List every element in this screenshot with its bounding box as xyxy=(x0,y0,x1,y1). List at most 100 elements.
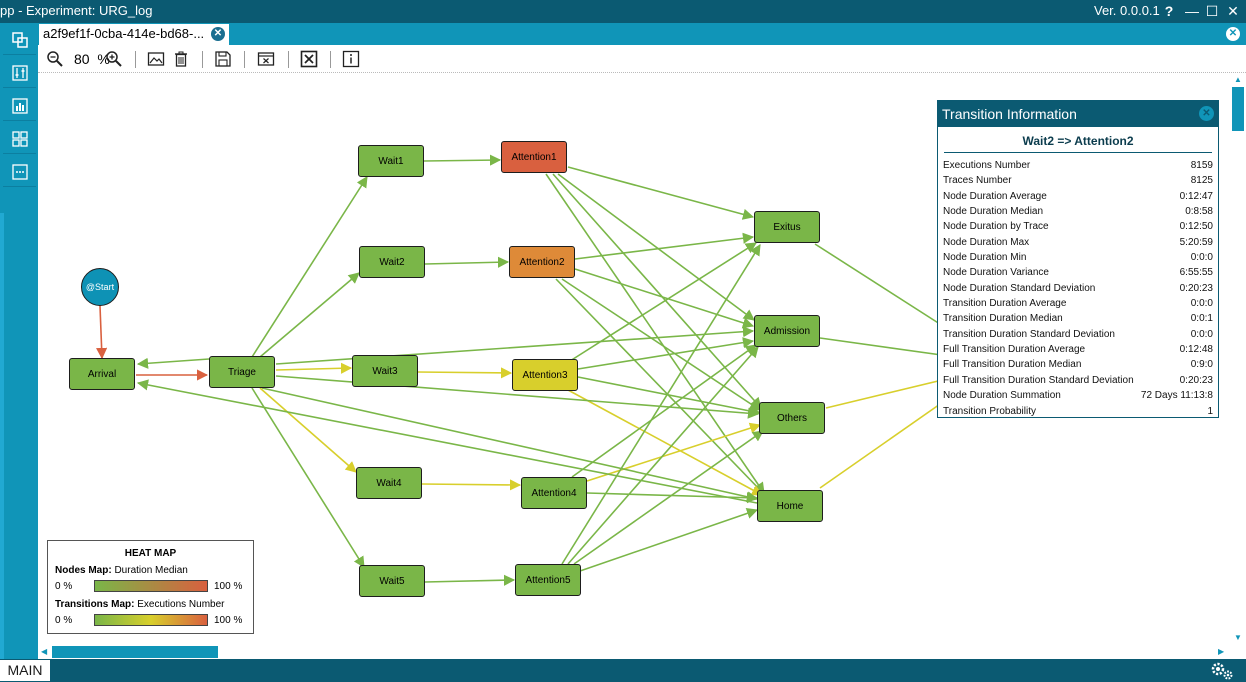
export-image-button[interactable] xyxy=(146,49,166,69)
edge-start-arrival[interactable] xyxy=(96,305,108,360)
info-row-value: 0:20:23 xyxy=(1179,374,1213,386)
edge-attention3-others[interactable] xyxy=(577,376,762,417)
close-window-view-button[interactable] xyxy=(256,49,276,69)
edge-triage-wait2[interactable] xyxy=(259,272,360,358)
zoom-value: 80 % xyxy=(74,51,110,67)
node-triage[interactable]: Triage xyxy=(209,356,275,388)
dashboard-button[interactable] xyxy=(3,124,36,154)
edge-triage-wait3[interactable] xyxy=(275,362,353,374)
edge-attention2-home[interactable] xyxy=(555,278,765,495)
edge-attention3-home[interactable] xyxy=(567,389,763,496)
edge-attention2-admission[interactable] xyxy=(574,268,755,329)
node-attention1[interactable]: Attention1 xyxy=(501,141,567,173)
legend-nodes-gradient xyxy=(94,580,208,592)
status-bar: MAIN xyxy=(0,659,1246,682)
edge-triage-arrival[interactable] xyxy=(136,357,210,369)
node-exitus[interactable]: Exitus xyxy=(754,211,820,243)
statistics-button[interactable] xyxy=(3,91,36,121)
tab-close-icon[interactable]: ✕ xyxy=(211,27,225,41)
edge-attention4-admission[interactable] xyxy=(571,344,757,478)
info-row-key: Full Transition Duration Standard Deviat… xyxy=(943,374,1134,386)
vertical-scrollbar[interactable]: ▲ ▼ xyxy=(1230,73,1246,645)
main-content: 80 % xyxy=(38,45,1246,659)
window-title: pp - Experiment: URG_log xyxy=(0,3,153,18)
scroll-down-arrow-icon[interactable]: ▼ xyxy=(1234,633,1242,642)
settings-button[interactable] xyxy=(1208,660,1236,681)
horizontal-scrollbar[interactable]: ◀ ▶ xyxy=(38,645,1230,659)
edge-wait3-attention3[interactable] xyxy=(416,367,513,379)
info-panel-title: Transition Information xyxy=(942,106,1077,122)
node-home[interactable]: Home xyxy=(757,490,823,522)
main-button[interactable]: MAIN xyxy=(0,660,50,681)
edge-attention1-home[interactable] xyxy=(545,173,765,494)
edge-attention1-others[interactable] xyxy=(552,173,762,409)
tab-experiment[interactable]: a2f9ef1f-0cba-414e-bd68-... ✕ xyxy=(39,24,229,45)
edge-exitus-end[interactable] xyxy=(814,243,944,327)
edge-attention5-home[interactable] xyxy=(579,507,759,572)
vertical-scroll-thumb[interactable] xyxy=(1232,87,1244,131)
edge-attention5-exitus[interactable] xyxy=(561,244,761,565)
maximize-button[interactable]: ☐ xyxy=(1205,3,1219,19)
edge-wait1-attention1[interactable] xyxy=(423,154,502,166)
node-start[interactable]: @Start xyxy=(81,268,119,306)
scroll-right-arrow-icon[interactable]: ▶ xyxy=(1218,647,1225,656)
scroll-up-arrow-icon[interactable]: ▲ xyxy=(1234,75,1242,84)
edge-triage-wait5[interactable] xyxy=(251,387,365,568)
node-wait5[interactable]: Wait5 xyxy=(359,565,425,597)
toolbar-separator xyxy=(135,51,136,68)
edge-attention3-admission[interactable] xyxy=(577,337,755,370)
edge-wait5-attention5[interactable] xyxy=(424,574,516,586)
close-panel-icon[interactable]: ✕ xyxy=(1199,106,1214,121)
edge-triage-wait4[interactable] xyxy=(259,387,357,473)
node-wait2[interactable]: Wait2 xyxy=(359,246,425,278)
edge-wait4-attention4[interactable] xyxy=(421,479,522,491)
info-row-value: 1 xyxy=(1207,405,1213,417)
zoom-out-button[interactable] xyxy=(45,49,65,69)
edge-attention2-exitus[interactable] xyxy=(574,232,755,260)
help-icon[interactable]: ? xyxy=(1164,3,1174,19)
more-button[interactable] xyxy=(3,157,36,187)
edge-attention1-admission[interactable] xyxy=(557,173,755,321)
node-admission[interactable]: Admission xyxy=(754,315,820,347)
info-row-value: 0:0:1 xyxy=(1190,313,1213,325)
edge-attention4-others[interactable] xyxy=(586,422,762,482)
edge-attention5-others[interactable] xyxy=(573,430,764,565)
zoom-in-button[interactable] xyxy=(104,49,124,69)
horizontal-scroll-thumb[interactable] xyxy=(52,646,218,658)
process-graph-canvas[interactable]: @Start Arrival Triage Wait1 Wait2 Wait3 … xyxy=(38,73,1230,645)
clear-button[interactable] xyxy=(299,49,319,69)
edge-triage-wait1[interactable] xyxy=(251,176,368,358)
node-attention5[interactable]: Attention5 xyxy=(515,564,581,596)
info-button[interactable] xyxy=(341,49,361,69)
copy-experiment-button[interactable] xyxy=(3,25,36,55)
legend-nodes-max: 100 % xyxy=(214,581,243,592)
node-wait3[interactable]: Wait3 xyxy=(352,355,418,387)
node-attention2[interactable]: Attention2 xyxy=(509,246,575,278)
close-all-tabs-icon[interactable]: ✕ xyxy=(1226,27,1240,41)
info-row-value: 0:9:0 xyxy=(1190,359,1213,371)
delete-button[interactable] xyxy=(171,49,191,69)
edge-wait2-attention2[interactable] xyxy=(424,256,510,268)
edge-home-arrival[interactable] xyxy=(136,379,758,504)
edge-attention1-exitus[interactable] xyxy=(567,166,755,220)
ellipsis-icon xyxy=(11,163,28,180)
edge-attention5-admission[interactable] xyxy=(567,346,759,565)
node-arrival[interactable]: Arrival xyxy=(69,358,135,390)
gears-icon xyxy=(1211,662,1233,680)
node-attention4[interactable]: Attention4 xyxy=(521,477,587,509)
scroll-left-arrow-icon[interactable]: ◀ xyxy=(41,647,48,656)
edge-triage-home[interactable] xyxy=(261,387,759,503)
minimize-button[interactable]: — xyxy=(1185,3,1199,19)
node-others[interactable]: Others xyxy=(759,402,825,434)
close-window-button[interactable]: ✕ xyxy=(1227,3,1239,19)
node-wait4[interactable]: Wait4 xyxy=(356,467,422,499)
edge-attention2-others[interactable] xyxy=(561,278,761,411)
filter-button[interactable] xyxy=(3,58,36,88)
x-box-icon xyxy=(300,50,318,68)
subtitle-divider xyxy=(944,152,1212,153)
save-button[interactable] xyxy=(213,49,233,69)
node-wait1[interactable]: Wait1 xyxy=(358,145,424,177)
node-attention3[interactable]: Attention3 xyxy=(512,359,578,391)
